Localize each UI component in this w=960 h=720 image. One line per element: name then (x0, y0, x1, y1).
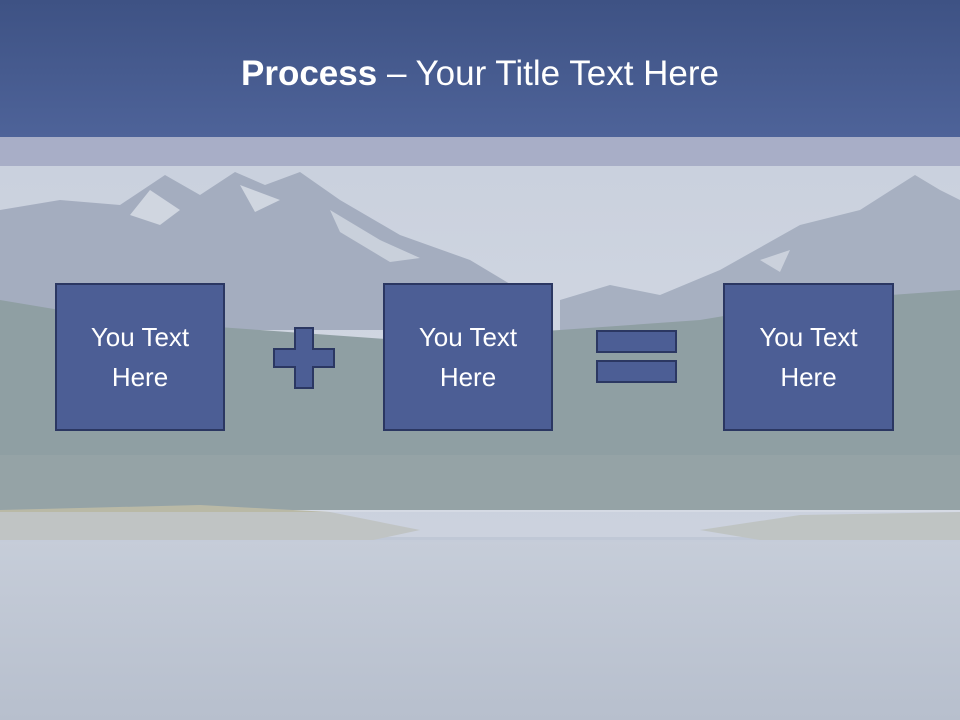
slide-title: Process – Your Title Text Here (0, 48, 960, 100)
process-box-3[interactable]: You Text Here (723, 283, 894, 431)
title-bar (0, 0, 960, 137)
slide-title-bold: Process (241, 54, 378, 93)
equals-icon (596, 330, 677, 383)
process-box-3-text: You Text Here (759, 322, 858, 392)
process-box-1[interactable]: You Text Here (55, 283, 225, 431)
title-strip (0, 137, 960, 166)
slide-title-rest: – Your Title Text Here (377, 54, 719, 93)
process-box-2[interactable]: You Text Here (383, 283, 553, 431)
plus-icon (273, 327, 335, 389)
process-box-1-text: You Text Here (90, 322, 190, 392)
process-box-2-text: You Text Here (418, 322, 518, 392)
